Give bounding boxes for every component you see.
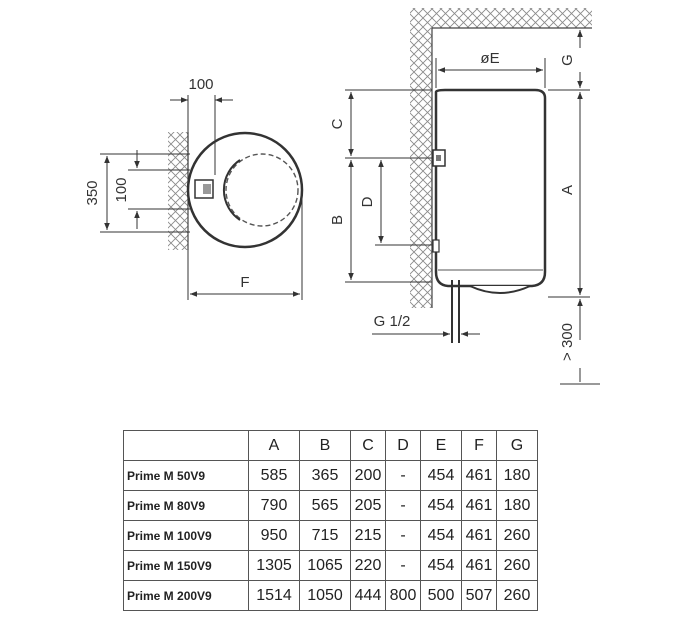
side-view: øE G A > 300 C B D G 1/2 <box>329 8 600 385</box>
table-cell: 1065 <box>299 550 351 581</box>
ceiling-hatch <box>432 8 592 28</box>
table-cell: 461 <box>461 550 497 581</box>
table-cell: 507 <box>461 580 497 611</box>
table-header-cell: C <box>350 430 386 461</box>
table-cell: 260 <box>496 550 538 581</box>
model-name: Prime M 80V9 <box>123 490 249 521</box>
dim-b: B <box>329 215 346 225</box>
table-row: Prime M 150V9 1305 1065 220 - 454 461 26… <box>123 550 538 581</box>
table-cell: 585 <box>248 460 300 491</box>
wall-hatch-front <box>168 132 188 250</box>
dim-c: C <box>329 118 346 129</box>
dim-clearance: > 300 <box>559 323 576 361</box>
dimensions-table: A B C D E F G Prime M 50V9 585 365 200 -… <box>123 430 538 611</box>
dim-e: øE <box>480 50 499 67</box>
table-header-model <box>123 430 249 461</box>
technical-drawing: 100 350 100 F <box>84 8 600 385</box>
front-view: 100 350 100 F <box>84 76 304 300</box>
model-name: Prime M 100V9 <box>123 520 249 551</box>
table-cell: 365 <box>299 460 351 491</box>
dim-100-top: 100 <box>188 76 213 93</box>
heater-inner-dashed <box>225 153 299 227</box>
table-cell: 260 <box>496 580 538 611</box>
table-cell: 790 <box>248 490 300 521</box>
model-name: Prime M 150V9 <box>123 550 249 581</box>
table-cell: 950 <box>248 520 300 551</box>
table-cell: 500 <box>420 580 462 611</box>
table-cell: 180 <box>496 460 538 491</box>
heater-body-side <box>434 88 547 288</box>
dim-pipe: G 1/2 <box>374 313 411 330</box>
table-header-cell: A <box>248 430 300 461</box>
table-cell: 1050 <box>299 580 351 611</box>
table-header-cell: D <box>385 430 421 461</box>
table-cell: 454 <box>420 490 462 521</box>
table-cell: 800 <box>385 580 421 611</box>
table-header-cell: B <box>299 430 351 461</box>
table-header-row: A B C D E F G <box>123 430 538 461</box>
table-cell: 454 <box>420 550 462 581</box>
table-header-cell: F <box>461 430 497 461</box>
dim-100-left: 100 <box>113 177 130 202</box>
table-cell: 454 <box>420 520 462 551</box>
table-cell: 1305 <box>248 550 300 581</box>
table-cell: 215 <box>350 520 386 551</box>
table-cell: - <box>385 460 421 491</box>
table-cell: 715 <box>299 520 351 551</box>
table-cell: - <box>385 490 421 521</box>
table-row: Prime M 100V9 950 715 215 - 454 461 260 <box>123 520 538 551</box>
table-cell: 565 <box>299 490 351 521</box>
table-row: Prime M 50V9 585 365 200 - 454 461 180 <box>123 460 538 491</box>
table-cell: 260 <box>496 520 538 551</box>
dim-a: A <box>559 185 576 195</box>
dim-350: 350 <box>84 180 101 205</box>
table-cell: - <box>385 520 421 551</box>
table-header-cell: E <box>420 430 462 461</box>
table-cell: 461 <box>461 520 497 551</box>
dim-f: F <box>240 274 249 291</box>
table-cell: 444 <box>350 580 386 611</box>
dim-g: G <box>559 54 576 66</box>
table-cell: 461 <box>461 460 497 491</box>
model-name: Prime M 50V9 <box>123 460 249 491</box>
table-cell: 461 <box>461 490 497 521</box>
table-cell: 200 <box>350 460 386 491</box>
model-name: Prime M 200V9 <box>123 580 249 611</box>
table-cell: 205 <box>350 490 386 521</box>
table-cell: - <box>385 550 421 581</box>
table-row: Prime M 200V9 1514 1050 444 800 500 507 … <box>123 580 538 611</box>
dim-d: D <box>359 196 376 207</box>
table-header-cell: G <box>496 430 538 461</box>
table-row: Prime M 80V9 790 565 205 - 454 461 180 <box>123 490 538 521</box>
table-cell: 1514 <box>248 580 300 611</box>
table-cell: 454 <box>420 460 462 491</box>
table-cell: 220 <box>350 550 386 581</box>
table-cell: 180 <box>496 490 538 521</box>
